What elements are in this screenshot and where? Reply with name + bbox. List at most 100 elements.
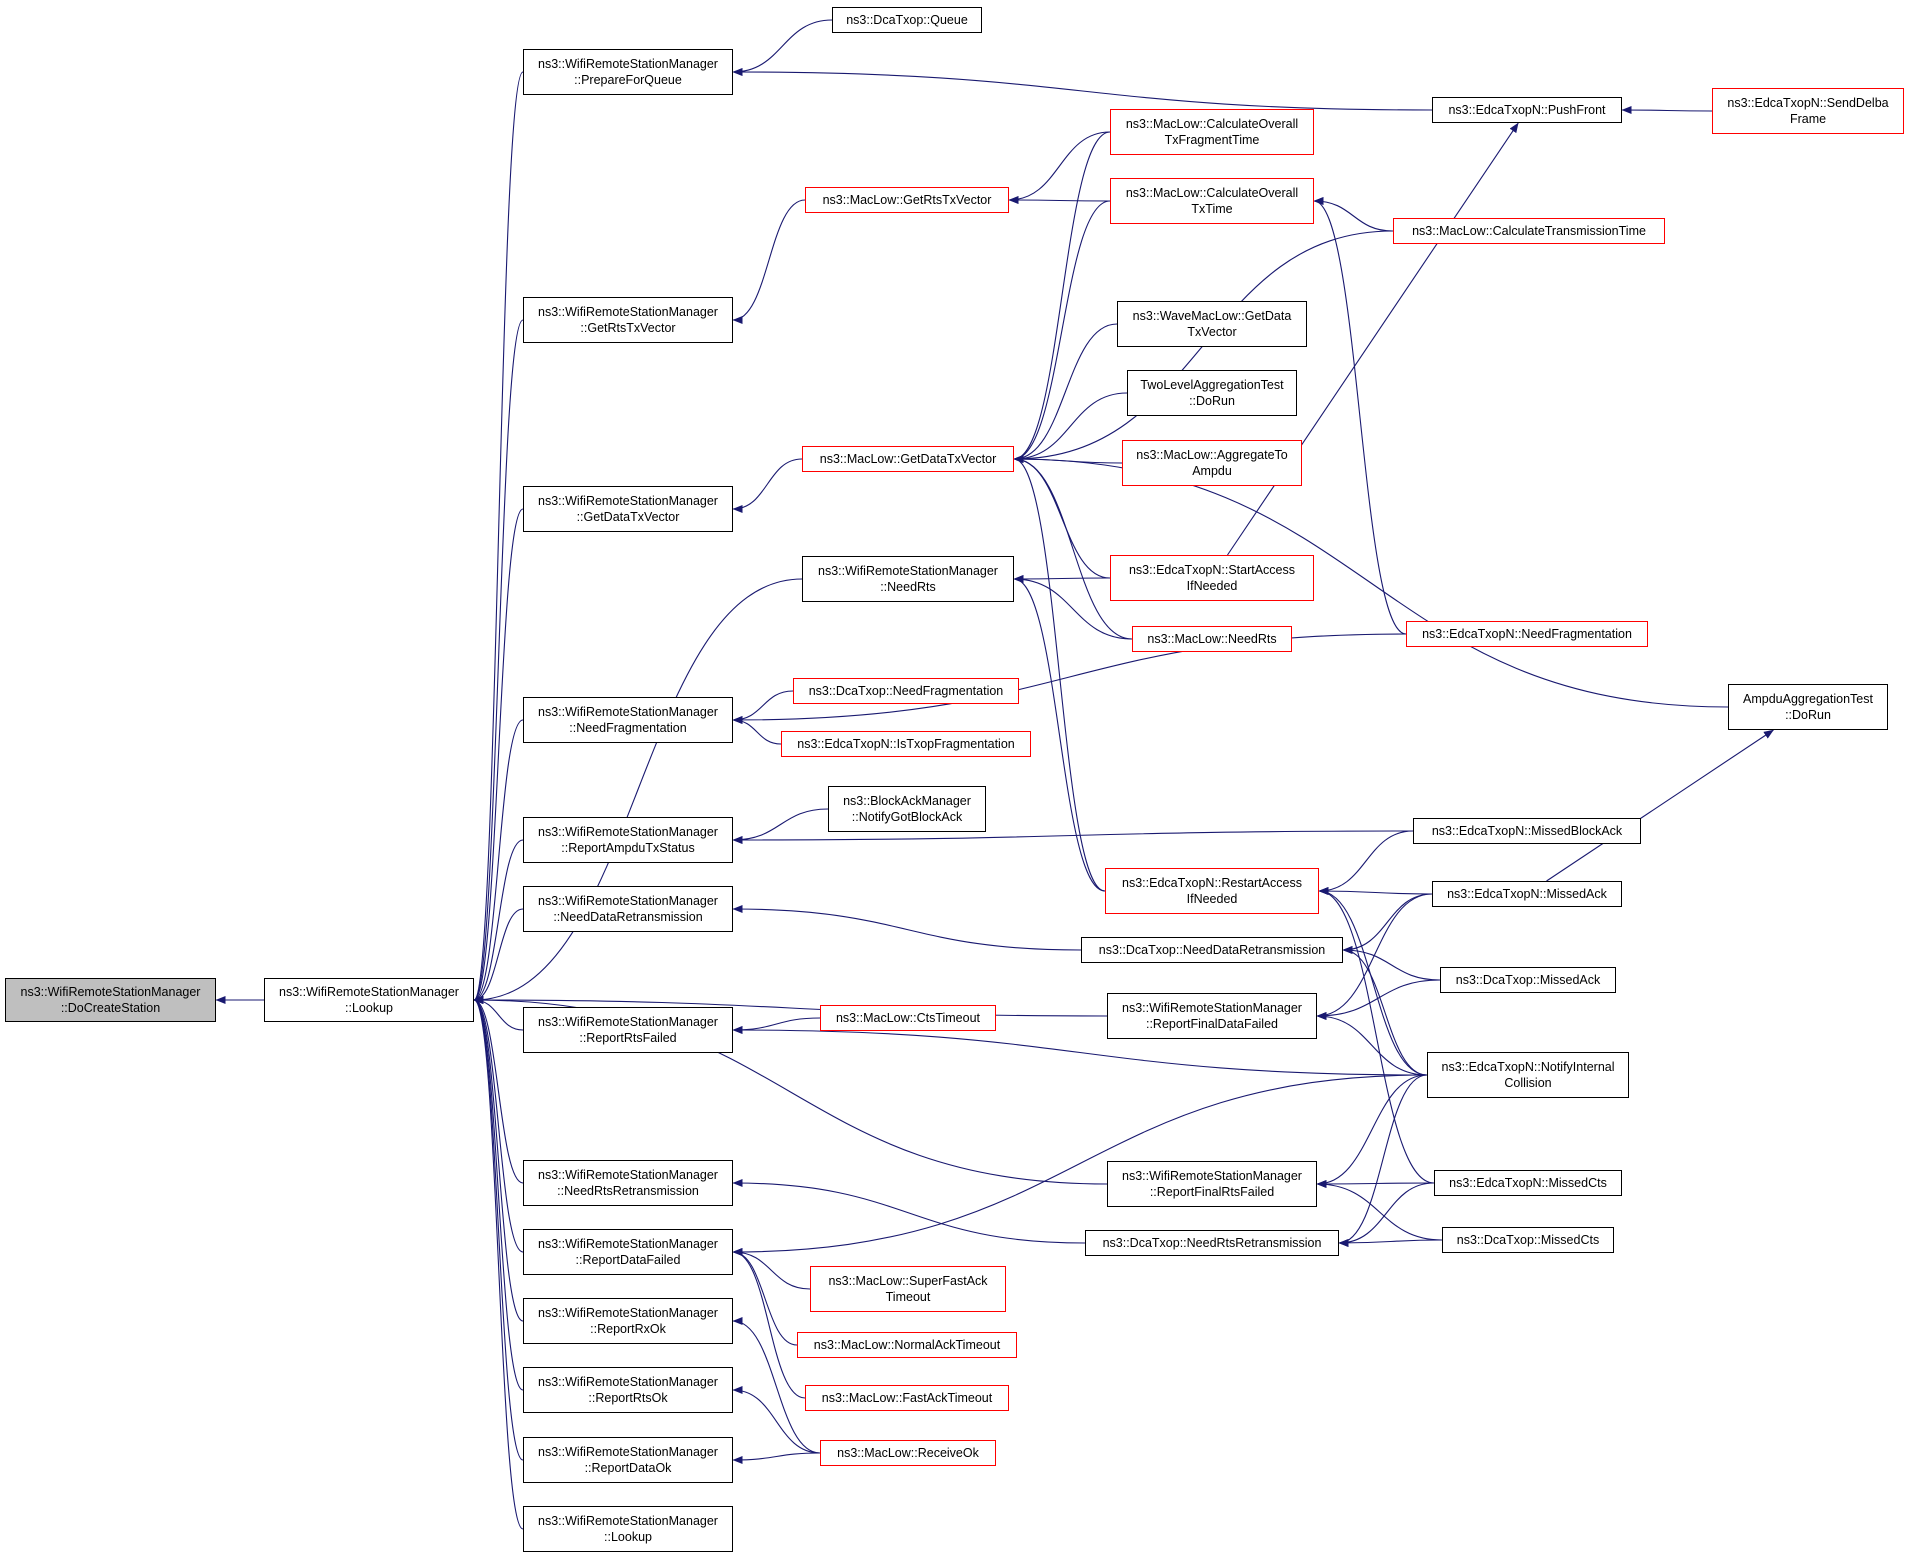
node-label-line: ns3::BlockAckManager	[843, 794, 971, 808]
edge-notifyinternal-to-reportfinaldata	[1316, 1012, 1428, 1076]
node-istxopfrag[interactable]: ns3::EdcaTxopN::IsTxopFragmentation	[781, 731, 1031, 757]
node-label-line: ns3::MacLow::ReceiveOk	[837, 1446, 979, 1460]
node-label-line: ns3::WifiRemoteStationManager	[818, 564, 998, 578]
node-dcaneeddataretx: ns3::DcaTxop::NeedDataRetransmission	[1081, 937, 1343, 963]
node-label-line: ns3::WifiRemoteStationManager	[538, 1514, 718, 1528]
edge-twolevel-to-macgetdata	[1013, 392, 1128, 463]
node-calctrans[interactable]: ns3::MacLow::CalculateTransmissionTime	[1393, 218, 1665, 244]
edge-superfast-to-reportdatafailed	[732, 1248, 811, 1290]
node-label-line: ns3::WifiRemoteStationManager	[538, 1237, 718, 1251]
node-macgetrts[interactable]: ns3::MacLow::GetRtsTxVector	[805, 187, 1009, 213]
edge-lookup2-to-lookup1	[473, 996, 524, 1530]
node-reportdatafailed: ns3::WifiRemoteStationManager::ReportDat…	[523, 1229, 733, 1275]
node-label-line: ns3::EdcaTxopN::SendDelba	[1727, 96, 1889, 110]
edge-calctrans-to-calctx	[1313, 197, 1394, 232]
node-getrts: ns3::WifiRemoteStationManager::GetRtsTxV…	[523, 297, 733, 343]
node-notifyblockack: ns3::BlockAckManager::NotifyGotBlockAck	[828, 786, 986, 832]
node-label-line: TwoLevelAggregationTest	[1140, 378, 1284, 392]
node-label-line: ::ReportRxOk	[590, 1322, 666, 1336]
edge-ctstimeout-to-reportrtsfailed	[732, 1017, 821, 1034]
edge-dcaneedfrag-to-needfrag	[732, 690, 794, 724]
node-label-line: ::NeedDataRetransmission	[553, 910, 703, 924]
node-docreate: ns3::WifiRemoteStationManager::DoCreateS…	[5, 978, 216, 1022]
node-label-line: ns3::WifiRemoteStationManager	[538, 705, 718, 719]
edge-istxopfrag-to-needfrag	[732, 716, 782, 745]
node-reportfinaldata: ns3::WifiRemoteStationManager::ReportFin…	[1107, 993, 1317, 1039]
node-label-line: ns3::MacLow::GetDataTxVector	[819, 452, 997, 466]
edge-edcaneedfrag-to-calctx	[1313, 197, 1407, 635]
node-label-line: ns3::EdcaTxopN::IsTxopFragmentation	[797, 737, 1015, 751]
node-label-line: ns3::WifiRemoteStationManager	[538, 1375, 718, 1389]
node-label-line: ns3::DcaTxop::NeedDataRetransmission	[1098, 943, 1326, 957]
node-label-line: Collision	[1504, 1076, 1552, 1090]
edge-macgetrts-to-getrts	[732, 199, 806, 324]
node-label-line: ns3::EdcaTxopN::MissedBlockAck	[1431, 824, 1623, 838]
edge-edcamissedcts-to-reportfinalrts	[1316, 1179, 1435, 1188]
node-label-line: ns3::MacLow::NeedRts	[1147, 632, 1277, 646]
edge-receiveok-to-reportdataok	[732, 1452, 821, 1464]
node-edcaneedfrag[interactable]: ns3::EdcaTxopN::NeedFragmentation	[1406, 621, 1648, 647]
node-label-line: ns3::WifiRemoteStationManager	[538, 1445, 718, 1459]
node-needdataretx: ns3::WifiRemoteStationManager::NeedDataR…	[523, 886, 733, 932]
node-label-line: ns3::DcaTxop::NeedFragmentation	[808, 684, 1004, 698]
node-label-line: ns3::EdcaTxopN::MissedAck	[1447, 887, 1607, 901]
node-label-line: ::ReportFinalRtsFailed	[1149, 1185, 1275, 1199]
node-label-line: ::ReportAmpduTxStatus	[561, 841, 695, 855]
node-dcaqueue: ns3::DcaTxop::Queue	[832, 7, 982, 33]
edge-missedblockack-to-restartaccess	[1318, 830, 1414, 895]
edge-getrts-to-lookup1	[473, 319, 524, 1004]
node-ctstimeout[interactable]: ns3::MacLow::CtsTimeout	[820, 1005, 996, 1031]
node-label-line: ::ReportRtsFailed	[579, 1031, 677, 1045]
edge-notifyblockack-to-reportampdu	[732, 808, 829, 844]
edge-pushfront-to-prepare	[732, 68, 1433, 111]
node-fastack[interactable]: ns3::MacLow::FastAckTimeout	[805, 1385, 1009, 1411]
node-label-line: ::GetDataTxVector	[576, 510, 680, 524]
edge-senddelba-to-pushfront	[1621, 106, 1713, 115]
node-dcaneedfrag[interactable]: ns3::DcaTxop::NeedFragmentation	[793, 678, 1019, 704]
edge-restartaccess-to-macgetdata	[1013, 455, 1106, 892]
node-label-line: ns3::MacLow::AggregateTo	[1136, 448, 1288, 462]
edge-reportdataok-to-lookup1	[473, 996, 524, 1461]
edge-dcaneeddataretx-to-needdataretx	[732, 905, 1082, 951]
node-normalack[interactable]: ns3::MacLow::NormalAckTimeout	[797, 1332, 1017, 1358]
node-label-line: ::ReportDataOk	[584, 1461, 672, 1475]
node-macgetdata[interactable]: ns3::MacLow::GetDataTxVector	[802, 446, 1014, 472]
node-label-line: ::NeedRts	[880, 580, 936, 594]
edge-reportampdu-to-lookup1	[473, 839, 524, 1004]
node-label-line: ::DoCreateStation	[60, 1001, 161, 1015]
node-label-line: ns3::WifiRemoteStationManager	[1122, 1001, 1302, 1015]
node-label-line: ns3::EdcaTxopN::StartAccess	[1128, 563, 1296, 577]
node-label-line: ns3::MacLow::CalculateOverall	[1125, 186, 1299, 200]
edge-dcaneedrtsretx-to-needrtsretx	[732, 1179, 1086, 1244]
node-label-line: ns3::WifiRemoteStationManager	[1122, 1169, 1302, 1183]
node-label-line: ns3::WifiRemoteStationManager	[538, 57, 718, 71]
node-label-line: ns3::WifiRemoteStationManager	[279, 985, 459, 999]
node-label-line: ns3::WifiRemoteStationManager	[538, 305, 718, 319]
edge-needrts-to-lookup1	[473, 578, 803, 1004]
edge-dcaqueue-to-prepare	[732, 19, 833, 76]
edge-reportrxok-to-lookup1	[473, 996, 524, 1322]
edge-calcfrag-to-macgetdata	[1013, 131, 1111, 463]
edge-calcfrag-to-macgetrts	[1008, 131, 1111, 204]
node-label-line: ::Lookup	[604, 1530, 652, 1544]
node-receiveok[interactable]: ns3::MacLow::ReceiveOk	[820, 1440, 996, 1466]
node-label-line: IfNeeded	[1186, 579, 1238, 593]
node-label-line: ::NotifyGotBlockAck	[851, 810, 963, 824]
edge-edcamissedack-to-ampduagg	[1546, 729, 1774, 882]
node-label-line: ::NeedFragmentation	[569, 721, 687, 735]
node-macneedrts[interactable]: ns3::MacLow::NeedRts	[1132, 626, 1292, 652]
node-label-line: ::ReportDataFailed	[575, 1253, 681, 1267]
node-label-line: ns3::WifiRemoteStationManager	[538, 494, 718, 508]
edge-notifyinternal-to-reportdatafailed	[732, 1074, 1428, 1256]
edge-edcamissedack-to-dcaneeddataretx	[1342, 893, 1433, 954]
edge-dcamissedcts-to-reportfinalrts	[1316, 1180, 1443, 1241]
node-prepare: ns3::WifiRemoteStationManager::PrepareFo…	[523, 49, 733, 95]
